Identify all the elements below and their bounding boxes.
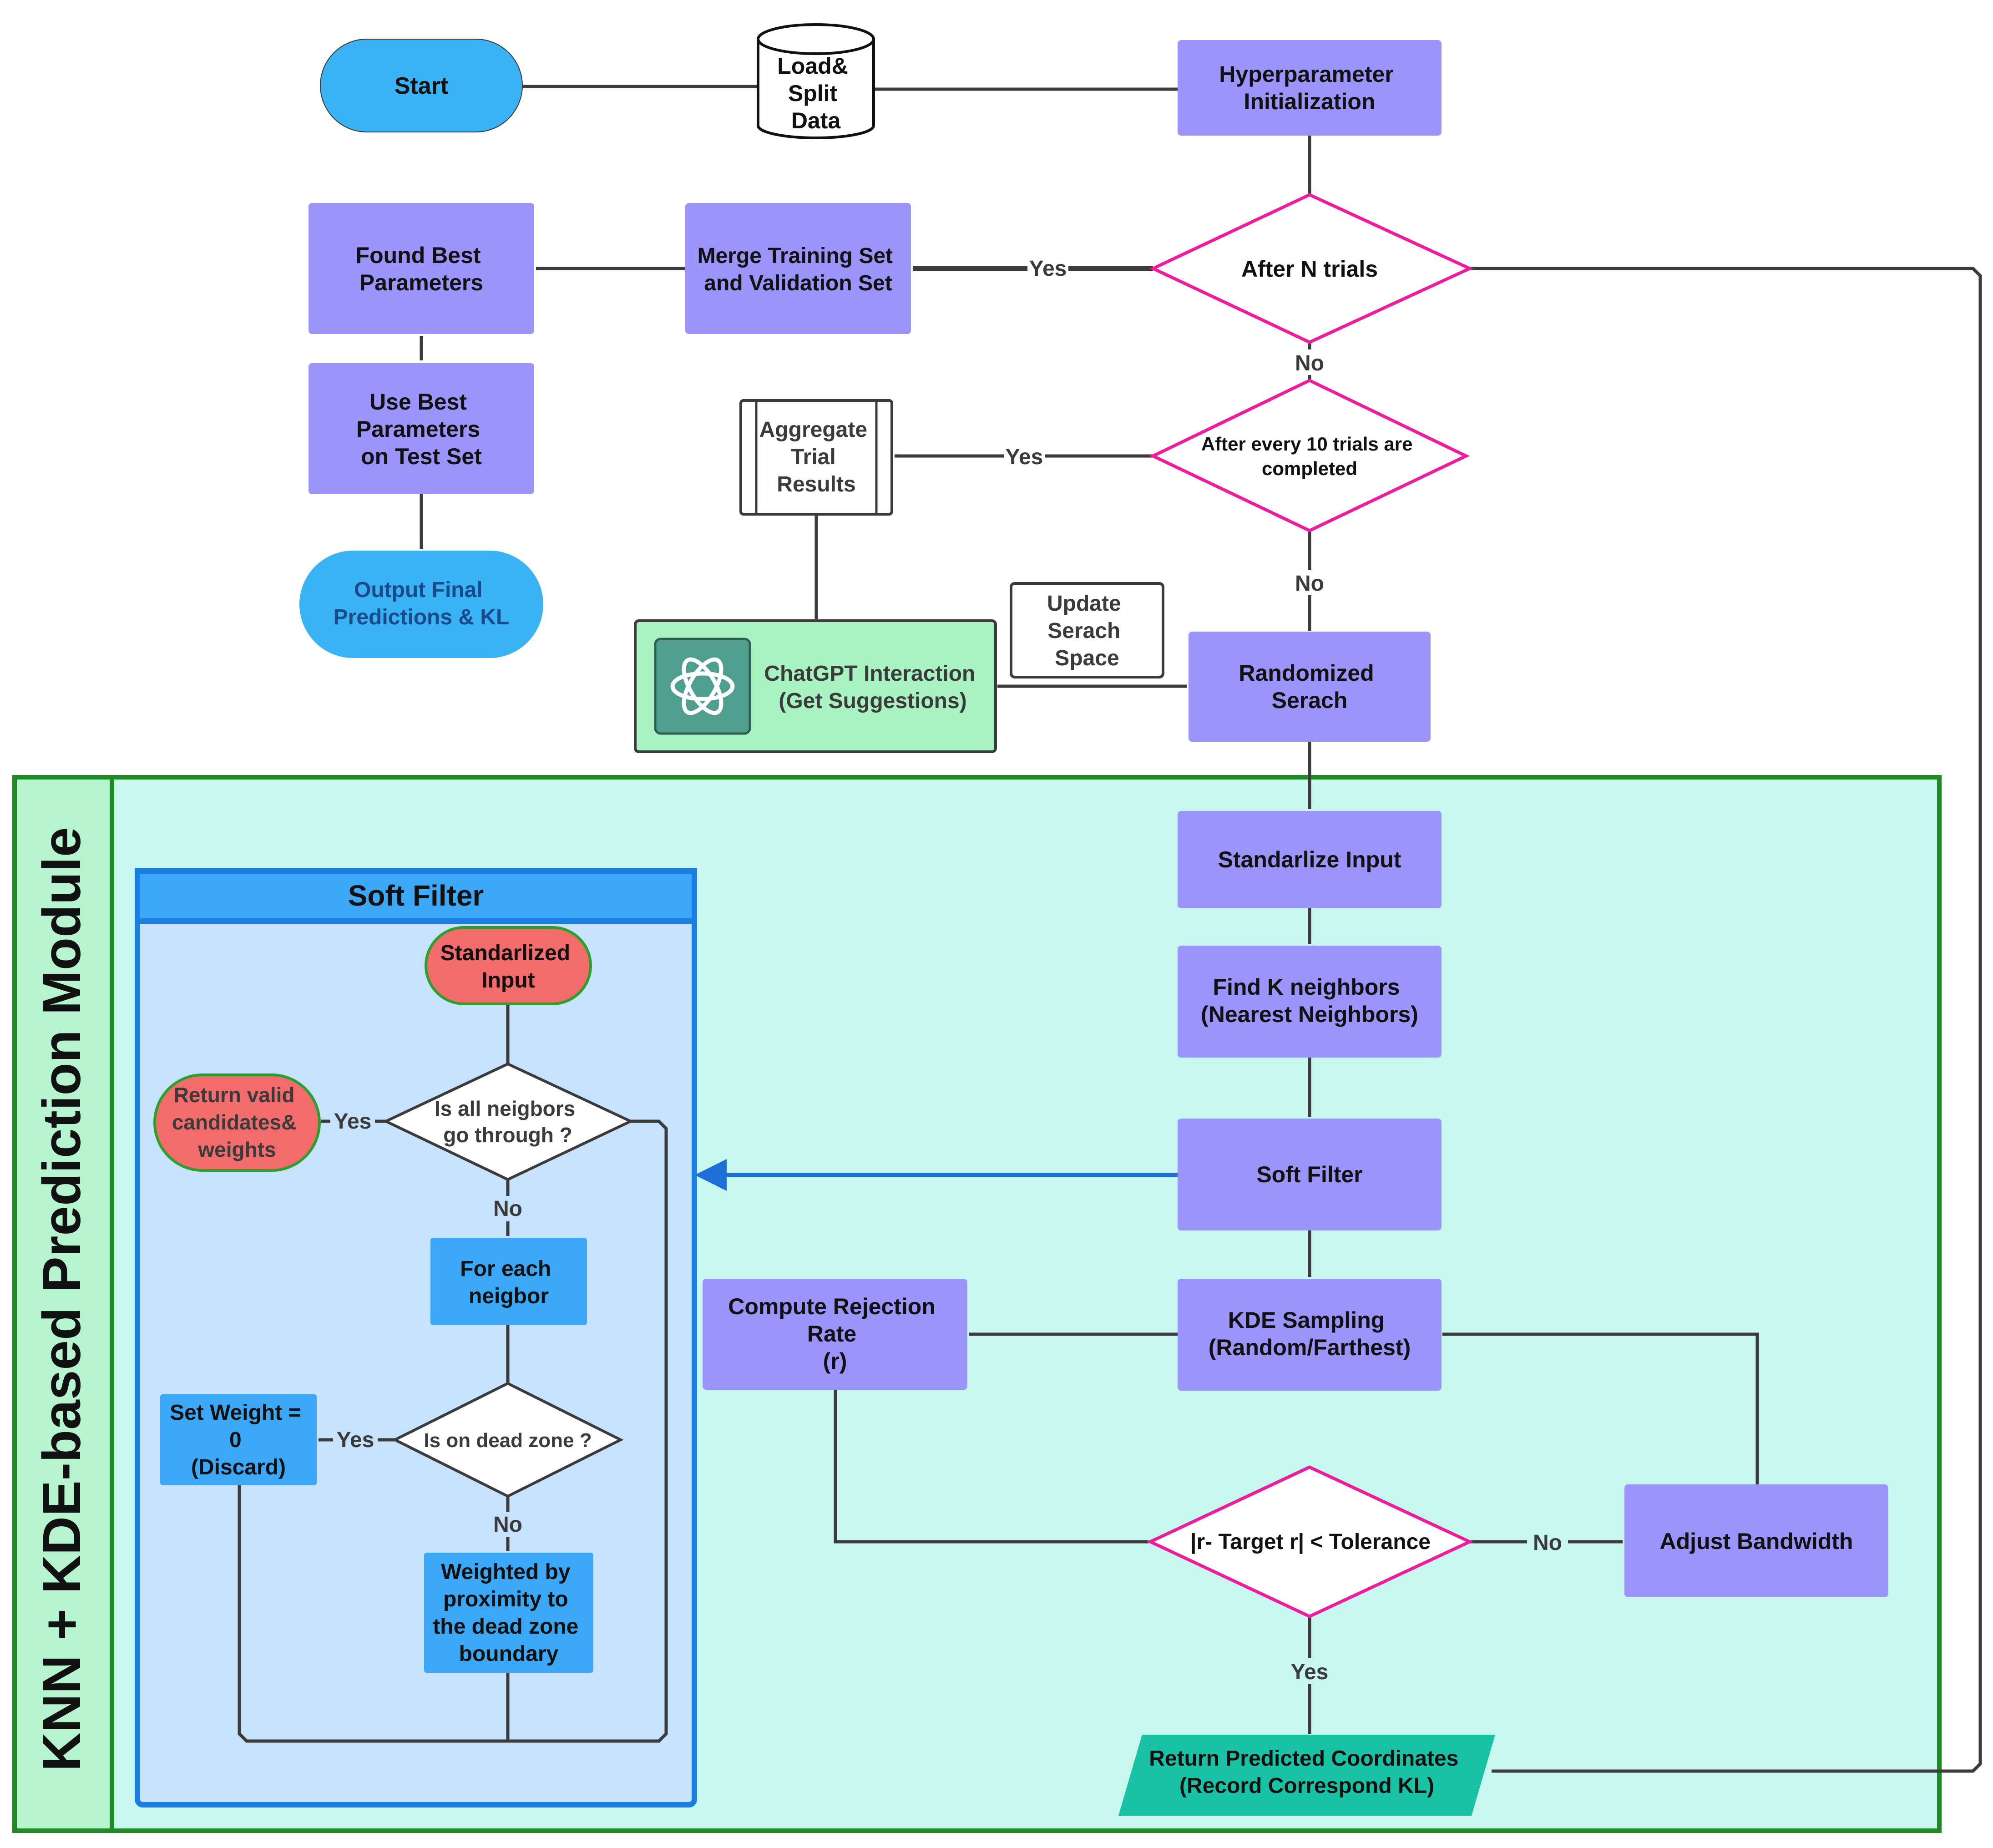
sf-set-weight-box	[160, 1394, 317, 1485]
compute-rejection-rate-box	[703, 1279, 967, 1390]
output-final-label: Output Final Predictions & KL	[334, 578, 510, 629]
after-n-trials-decision	[1149, 193, 1474, 344]
label-yes-after-10: Yes	[1006, 445, 1043, 469]
tolerance-decision	[1146, 1465, 1474, 1618]
update-search-space-note	[1010, 582, 1164, 678]
use-best-parameters-label: Use Best Parameters on Test Set	[356, 389, 486, 469]
prediction-module-label: KNN + KDE-based Prediction Module	[32, 827, 92, 1771]
soft-filter-panel	[135, 868, 697, 1807]
soft-filter-box	[1178, 1119, 1442, 1230]
sf-weighted-by-proximity-label: Weighted by proximity to the dead zone b…	[433, 1560, 584, 1666]
arrow-return-to-after-n-loop	[1469, 267, 1982, 1773]
merge-sets-box	[685, 203, 911, 334]
standardize-input-label: Standarlize Input	[1218, 847, 1401, 872]
sf-for-each-neighbor-label: For each neigbor	[460, 1257, 557, 1308]
load-split-data-label: Load& Split Data	[777, 53, 854, 133]
find-k-neighbors-label: Find K neighbors (Nearest Neighbors)	[1201, 974, 1418, 1027]
label-no-after-10: No	[1295, 572, 1324, 596]
use-best-parameters-box	[309, 363, 534, 494]
label-yes-all-neighbors: Yes	[334, 1109, 372, 1134]
standardize-input-box	[1178, 811, 1442, 908]
label-yes-after-n: Yes	[1029, 257, 1067, 281]
randomized-search-label: Randomized Serach	[1239, 660, 1380, 713]
soft-filter-panel-header	[135, 868, 697, 924]
aggregate-trial-results-box	[739, 399, 893, 516]
tolerance-label: |r- Target r| < Tolerance	[1190, 1530, 1431, 1554]
soft-filter-label: Soft Filter	[1256, 1162, 1362, 1187]
arrow-rejection-to-tolerance	[834, 1390, 1149, 1544]
return-predicted-coordinates-label: Return Predicted Coordinates (Record Cor…	[1149, 1747, 1464, 1798]
label-no-all-neighbors: No	[493, 1197, 522, 1221]
hyperparameter-initialization-box	[1178, 40, 1442, 136]
soft-filter-panel-title: Soft Filter	[348, 879, 484, 912]
hyperparameter-initialization-label: Hyperparameter Initialization	[1219, 61, 1400, 114]
label-yes-tolerance: Yes	[1291, 1660, 1329, 1684]
start-terminal	[320, 39, 523, 132]
return-predicted-coordinates-output	[1118, 1735, 1495, 1816]
sf-all-neighbors-label: Is all neigbors go through ?	[435, 1097, 581, 1147]
label-no-after-n: No	[1295, 351, 1324, 375]
sf-all-neighbors-decision	[382, 1062, 634, 1181]
sf-return-valid-label: Return valid candidates& weights	[172, 1083, 302, 1161]
label-yes-dead-zone: Yes	[337, 1428, 374, 1452]
sf-dead-zone-decision	[392, 1382, 624, 1498]
connectors	[238, 85, 1982, 1773]
found-best-parameters-label: Found Best Parameters	[356, 243, 487, 295]
compute-rejection-rate-label: Compute Rejection Rate (r)	[728, 1294, 942, 1374]
adjust-bandwidth-label: Adjust Bandwidth	[1660, 1529, 1853, 1554]
edge-labels: Yes No Yes No No Yes Yes No Yes No	[330, 255, 1568, 1684]
sf-set-weight-label: Set Weight = 0 (Discard)	[170, 1401, 307, 1479]
kde-sampling-box	[1178, 1279, 1442, 1391]
line-set-weight-to-loop	[238, 1119, 668, 1743]
aggregate-trial-results-label: Aggregate Trial Results	[759, 418, 874, 496]
database-cylinder-icon	[757, 23, 875, 139]
output-final-terminal	[299, 551, 543, 658]
after-every-10-trials-decision	[1149, 379, 1470, 532]
start-label: Start	[395, 73, 448, 99]
sf-return-valid-terminal	[153, 1073, 321, 1172]
merge-sets-label: Merge Training Set and Validation Set	[698, 244, 899, 295]
arrow-adjust-to-kde	[1442, 1332, 1759, 1484]
chatgpt-interaction-label: ChatGPT Interaction (Get Suggestions)	[764, 662, 981, 713]
after-n-trials-label: After N trials	[1241, 256, 1378, 282]
prediction-module-label-band	[12, 775, 114, 1833]
label-no-dead-zone: No	[493, 1513, 522, 1537]
sf-dead-zone-label: Is on dead zone ?	[424, 1429, 592, 1452]
chatgpt-logo-icon	[654, 638, 751, 735]
sf-standardized-input-label: Standarlized Input	[440, 941, 577, 992]
find-k-neighbors-box	[1178, 946, 1442, 1058]
sf-standardized-input-terminal	[425, 926, 592, 1005]
adjust-bandwidth-box	[1624, 1484, 1888, 1597]
sf-weighted-by-proximity-box	[424, 1553, 593, 1673]
update-search-space-label: Update Serach Space	[1047, 592, 1127, 670]
kde-sampling-label: KDE Sampling (Random/Farthest)	[1209, 1307, 1411, 1360]
randomized-search-box	[1189, 632, 1431, 742]
after-every-10-trials-label: After every 10 trials are completed	[1201, 433, 1418, 479]
found-best-parameters-box	[309, 203, 534, 334]
sf-for-each-neighbor-box	[430, 1238, 587, 1325]
label-no-tolerance: No	[1533, 1531, 1562, 1555]
